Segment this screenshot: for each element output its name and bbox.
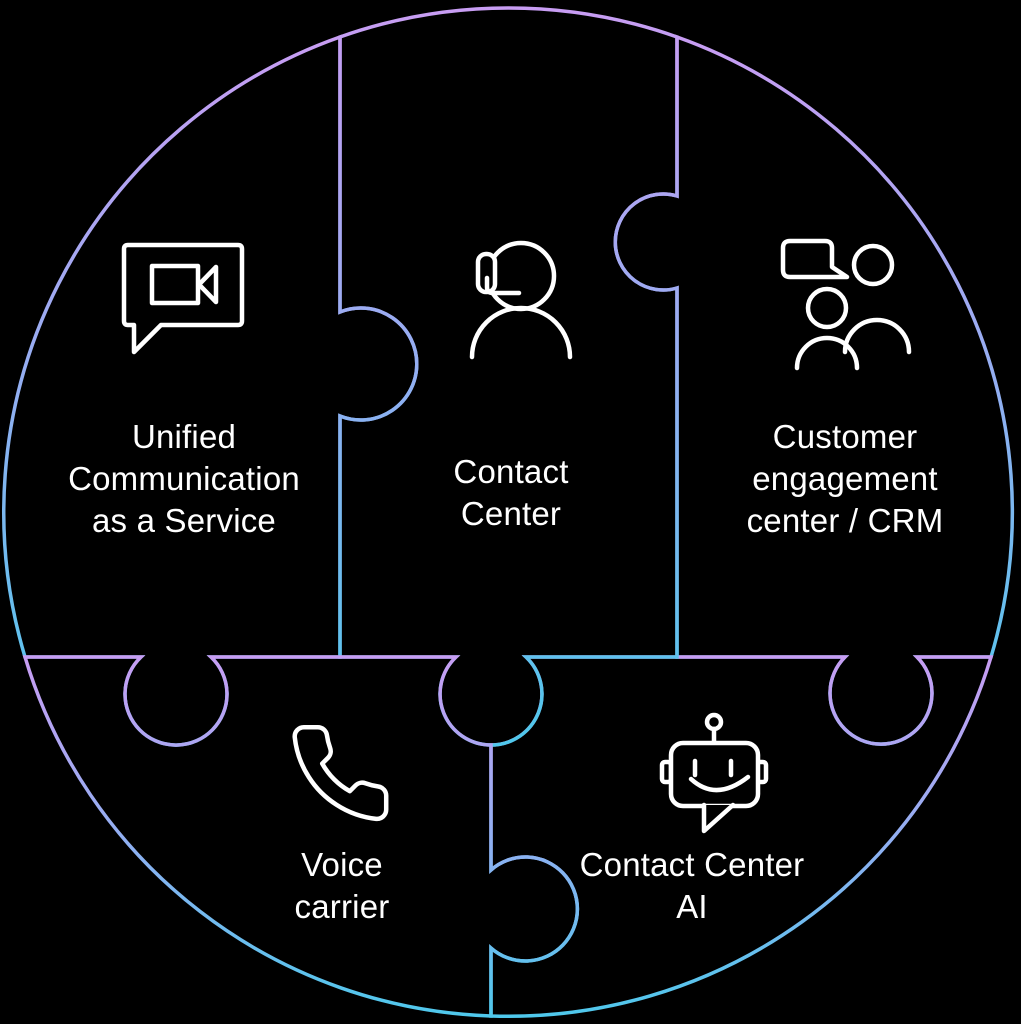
label-line: as a Service [92,502,276,539]
label-line: Unified [131,418,237,455]
piece-outline-contact-center [338,6,679,747]
piece-outline-customer-engagement [613,34,1015,746]
chatbot-icon [659,712,769,834]
piece-outline-contact-center-ai [489,655,994,1019]
piece-outline-unified-communication [2,34,419,747]
label-line: AI [676,888,708,925]
label-line: Customer [772,418,918,455]
label-line: Voice [301,846,383,883]
label-line: center / CRM [746,502,944,539]
label-line: Contact Center [579,846,805,883]
video-chat-icon [121,242,245,355]
phone-handset-icon [295,727,386,819]
label-line: carrier [294,888,390,925]
label-line: Communication [68,460,300,497]
label-unified-communication: Unified Communication as a Service [68,416,300,542]
label-customer-engagement: Customer engagement center / CRM [747,416,944,542]
headset-agent-icon [469,240,573,360]
label-line: engagement [752,460,938,497]
label-line: Contact [453,453,569,490]
icons [121,238,912,834]
label-contact-center-ai: Contact Center AI [580,844,805,928]
label-voice-carrier: Voice carrier [295,844,390,928]
people-conversation-icon [780,238,912,371]
label-contact-center: Contact Center [453,451,568,535]
piece-outline-voice-carrier [22,655,580,1018]
label-line: Center [460,495,562,532]
puzzle-pieces [2,6,1015,1019]
